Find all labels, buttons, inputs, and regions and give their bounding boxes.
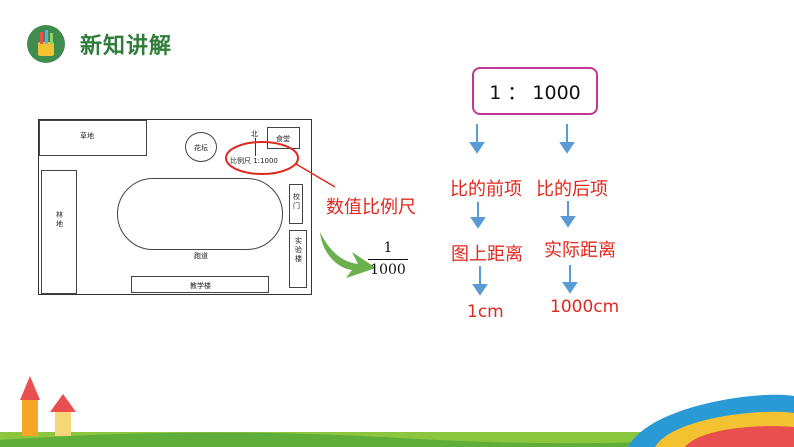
- front-term-label: 比的前项: [450, 179, 522, 200]
- fraction-denominator: 1000: [370, 262, 406, 278]
- map-school-gate: 校门: [289, 184, 303, 224]
- house-icon-right: [50, 394, 76, 436]
- map-label-lab-building: 实验楼: [295, 237, 302, 263]
- map-label-woods: 林地: [56, 211, 63, 228]
- green-arrow: [320, 232, 376, 278]
- front-term-value: 1cm: [467, 302, 504, 322]
- scale-highlight-ellipse: [225, 141, 299, 175]
- map-label-grass: 草地: [80, 132, 94, 140]
- decorative-footer: [0, 376, 794, 447]
- map-label-track: 跑道: [194, 252, 208, 260]
- ratio-box: 1 ： 1000: [472, 67, 598, 115]
- fraction: 1 1000: [368, 240, 408, 278]
- map-label-north: 北: [251, 130, 258, 138]
- page-title: 新知讲解: [80, 34, 173, 59]
- map-woods: 林地: [41, 170, 77, 294]
- back-term-label: 比的后项: [536, 179, 608, 200]
- back-term-meaning: 实际距离: [544, 240, 616, 261]
- fraction-numerator: 1: [383, 240, 393, 256]
- map-track: 跑道: [117, 178, 283, 260]
- flow-arrows: [469, 124, 578, 296]
- map-label-canteen: 食堂: [276, 135, 290, 143]
- campus-map: 草地 花坛 北 食堂 比例尺 1:1000 林地 跑道 校门 实验楼 教学楼: [38, 119, 312, 295]
- front-term-meaning: 图上距离: [451, 244, 523, 265]
- pencil-cup-icon: [27, 25, 65, 63]
- fraction-bar: [368, 259, 408, 260]
- map-label-scale: 比例尺 1:1000: [230, 157, 278, 165]
- map-teaching-building: 教学楼: [131, 276, 269, 293]
- map-lab-building: 实验楼: [289, 230, 307, 288]
- map-flower-bed: 花坛: [185, 132, 217, 162]
- map-grass: 草地: [39, 120, 147, 156]
- map-label-school-gate: 校门: [293, 193, 300, 210]
- back-term-value: 1000cm: [550, 297, 620, 317]
- map-label-teaching-building: 教学楼: [190, 282, 211, 290]
- north-arrow-line: [255, 138, 256, 156]
- numeric-scale-label: 数值比例尺: [326, 197, 416, 218]
- map-label-flower-bed: 花坛: [194, 144, 208, 152]
- scale-connector-line: [295, 163, 336, 188]
- house-icon-left: [20, 376, 40, 436]
